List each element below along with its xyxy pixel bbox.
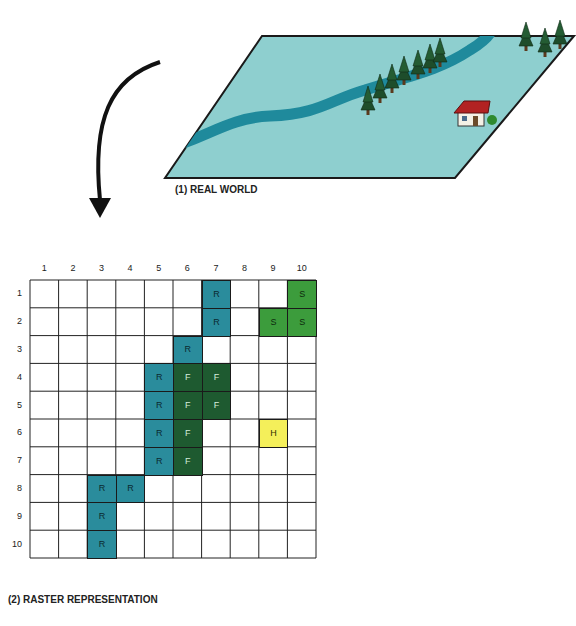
- river-cell: R: [202, 280, 232, 309]
- column-number: 8: [242, 264, 247, 273]
- cell-letter: R: [213, 318, 220, 327]
- river-cell: R: [144, 391, 174, 420]
- cell-letter: F: [185, 457, 191, 466]
- cell-letter: R: [156, 401, 163, 410]
- cell-letter: F: [214, 373, 220, 382]
- raster-grid: [30, 280, 316, 558]
- cell-letter: R: [156, 429, 163, 438]
- arrow-head: [89, 198, 111, 218]
- panel-caption: (1) REAL WORLD: [175, 185, 258, 195]
- cell-letter: R: [156, 373, 163, 382]
- row-number: 7: [17, 456, 22, 465]
- cell-letter: R: [99, 512, 106, 521]
- trees: [361, 20, 567, 115]
- column-number: 2: [70, 264, 75, 273]
- river-cell: R: [144, 447, 174, 476]
- cell-letter: R: [127, 484, 134, 493]
- row-number: 6: [17, 428, 22, 437]
- river-cell: R: [144, 419, 174, 448]
- cell-letter: S: [299, 318, 305, 327]
- river-cell: R: [87, 502, 117, 531]
- column-number: 6: [185, 264, 190, 273]
- row-number: 4: [17, 373, 22, 382]
- cell-letter: F: [185, 401, 191, 410]
- row-number: 8: [17, 484, 22, 493]
- row-number: 1: [17, 289, 22, 298]
- column-number: 5: [156, 264, 161, 273]
- row-number: 10: [12, 540, 22, 549]
- column-number: 3: [99, 264, 104, 273]
- cell-letter: R: [99, 540, 106, 549]
- cell-letter: H: [270, 429, 277, 438]
- curved-arrow: [98, 62, 160, 200]
- column-number: 1: [42, 264, 47, 273]
- cell-letter: F: [185, 429, 191, 438]
- cell-letter: F: [214, 401, 220, 410]
- land-plane: [165, 36, 574, 178]
- row-number: 5: [17, 401, 22, 410]
- row-number: 3: [17, 345, 22, 354]
- river: [160, 30, 492, 150]
- river-cell: R: [87, 475, 117, 504]
- panel-caption: (2) RASTER REPRESENTATION: [8, 595, 158, 605]
- column-number: 9: [271, 264, 276, 273]
- tree-cell: S: [259, 308, 289, 337]
- forest-cell: F: [173, 447, 203, 476]
- house-cell: H: [259, 419, 289, 448]
- cell-letter: R: [213, 290, 220, 299]
- column-number: 4: [128, 264, 133, 273]
- cell-letter: S: [299, 290, 305, 299]
- river-cell: R: [116, 475, 146, 504]
- river-cell: R: [173, 336, 203, 365]
- cell-letter: R: [185, 345, 192, 354]
- forest-cell: F: [202, 363, 232, 392]
- cell-letter: R: [99, 484, 106, 493]
- column-number: 10: [297, 264, 307, 273]
- forest-cell: F: [173, 391, 203, 420]
- row-number: 9: [17, 512, 22, 521]
- forest-cell: F: [202, 391, 232, 420]
- tree-cell: S: [287, 280, 317, 309]
- river-cell: R: [144, 363, 174, 392]
- cell-letter: F: [185, 373, 191, 382]
- forest-cell: F: [173, 363, 203, 392]
- cell-letter: S: [271, 318, 277, 327]
- tree-cell: S: [287, 308, 317, 337]
- row-number: 2: [17, 317, 22, 326]
- river-cell: R: [87, 530, 117, 559]
- river-cell: R: [202, 308, 232, 337]
- cell-letter: R: [156, 457, 163, 466]
- column-number: 7: [213, 264, 218, 273]
- forest-cell: F: [173, 419, 203, 448]
- house: [454, 101, 497, 126]
